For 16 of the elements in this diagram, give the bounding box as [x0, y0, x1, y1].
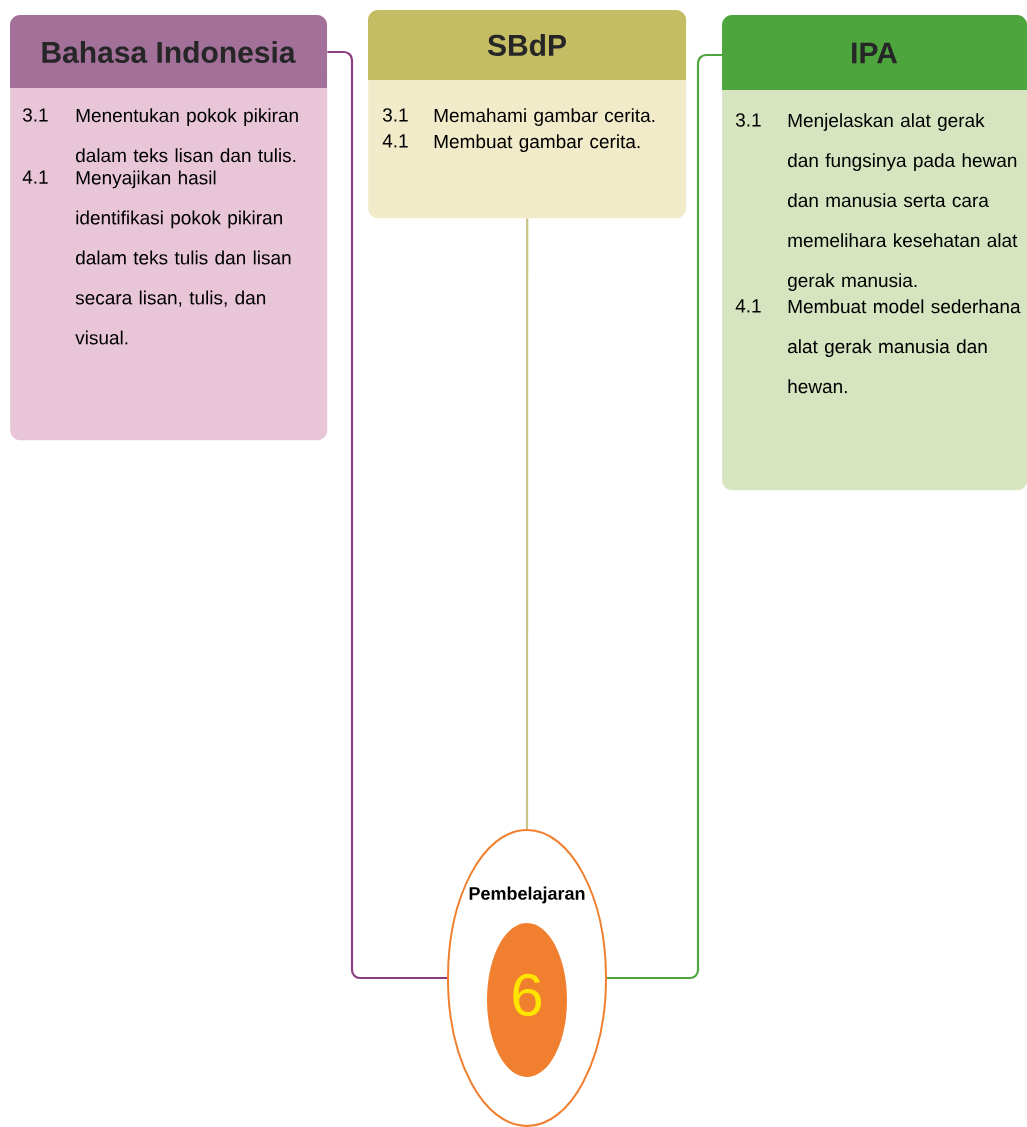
item-number: 3.1 — [735, 113, 761, 127]
item-text: Membuat model sederhana alat gerak manusia dan hewan. — [788, 299, 1021, 394]
item-number: 3.1 — [382, 108, 408, 122]
lesson-badge: Pembelajaran 6 — [447, 829, 607, 1127]
item-number: 4.1 — [382, 134, 408, 148]
connector-line — [525, 218, 529, 829]
item-number: 4.1 — [22, 170, 48, 184]
item-text: Menentukan pokok pikiran dalam teks lisan dan tulis. — [76, 108, 298, 163]
item-text: Memahami gambar cerita. — [434, 108, 655, 126]
connector-line — [327, 50, 447, 980]
item-number: 4.1 — [735, 299, 761, 313]
item-text: Menjelaskan alat gerak dan fungsinya pada hewan dan manusia serta cara memelihara kesehatan alat gerak manusia. — [788, 113, 1018, 291]
item-number: 3.1 — [22, 108, 48, 122]
item-text: Membuat gambar cerita. — [434, 134, 640, 152]
item-text: Menyajikan hasil identifikasi pokok pikiran dalam teks tulis dan lisan secara lisan, tulis, dan visual. — [75, 170, 291, 345]
connector-line — [607, 53, 722, 980]
